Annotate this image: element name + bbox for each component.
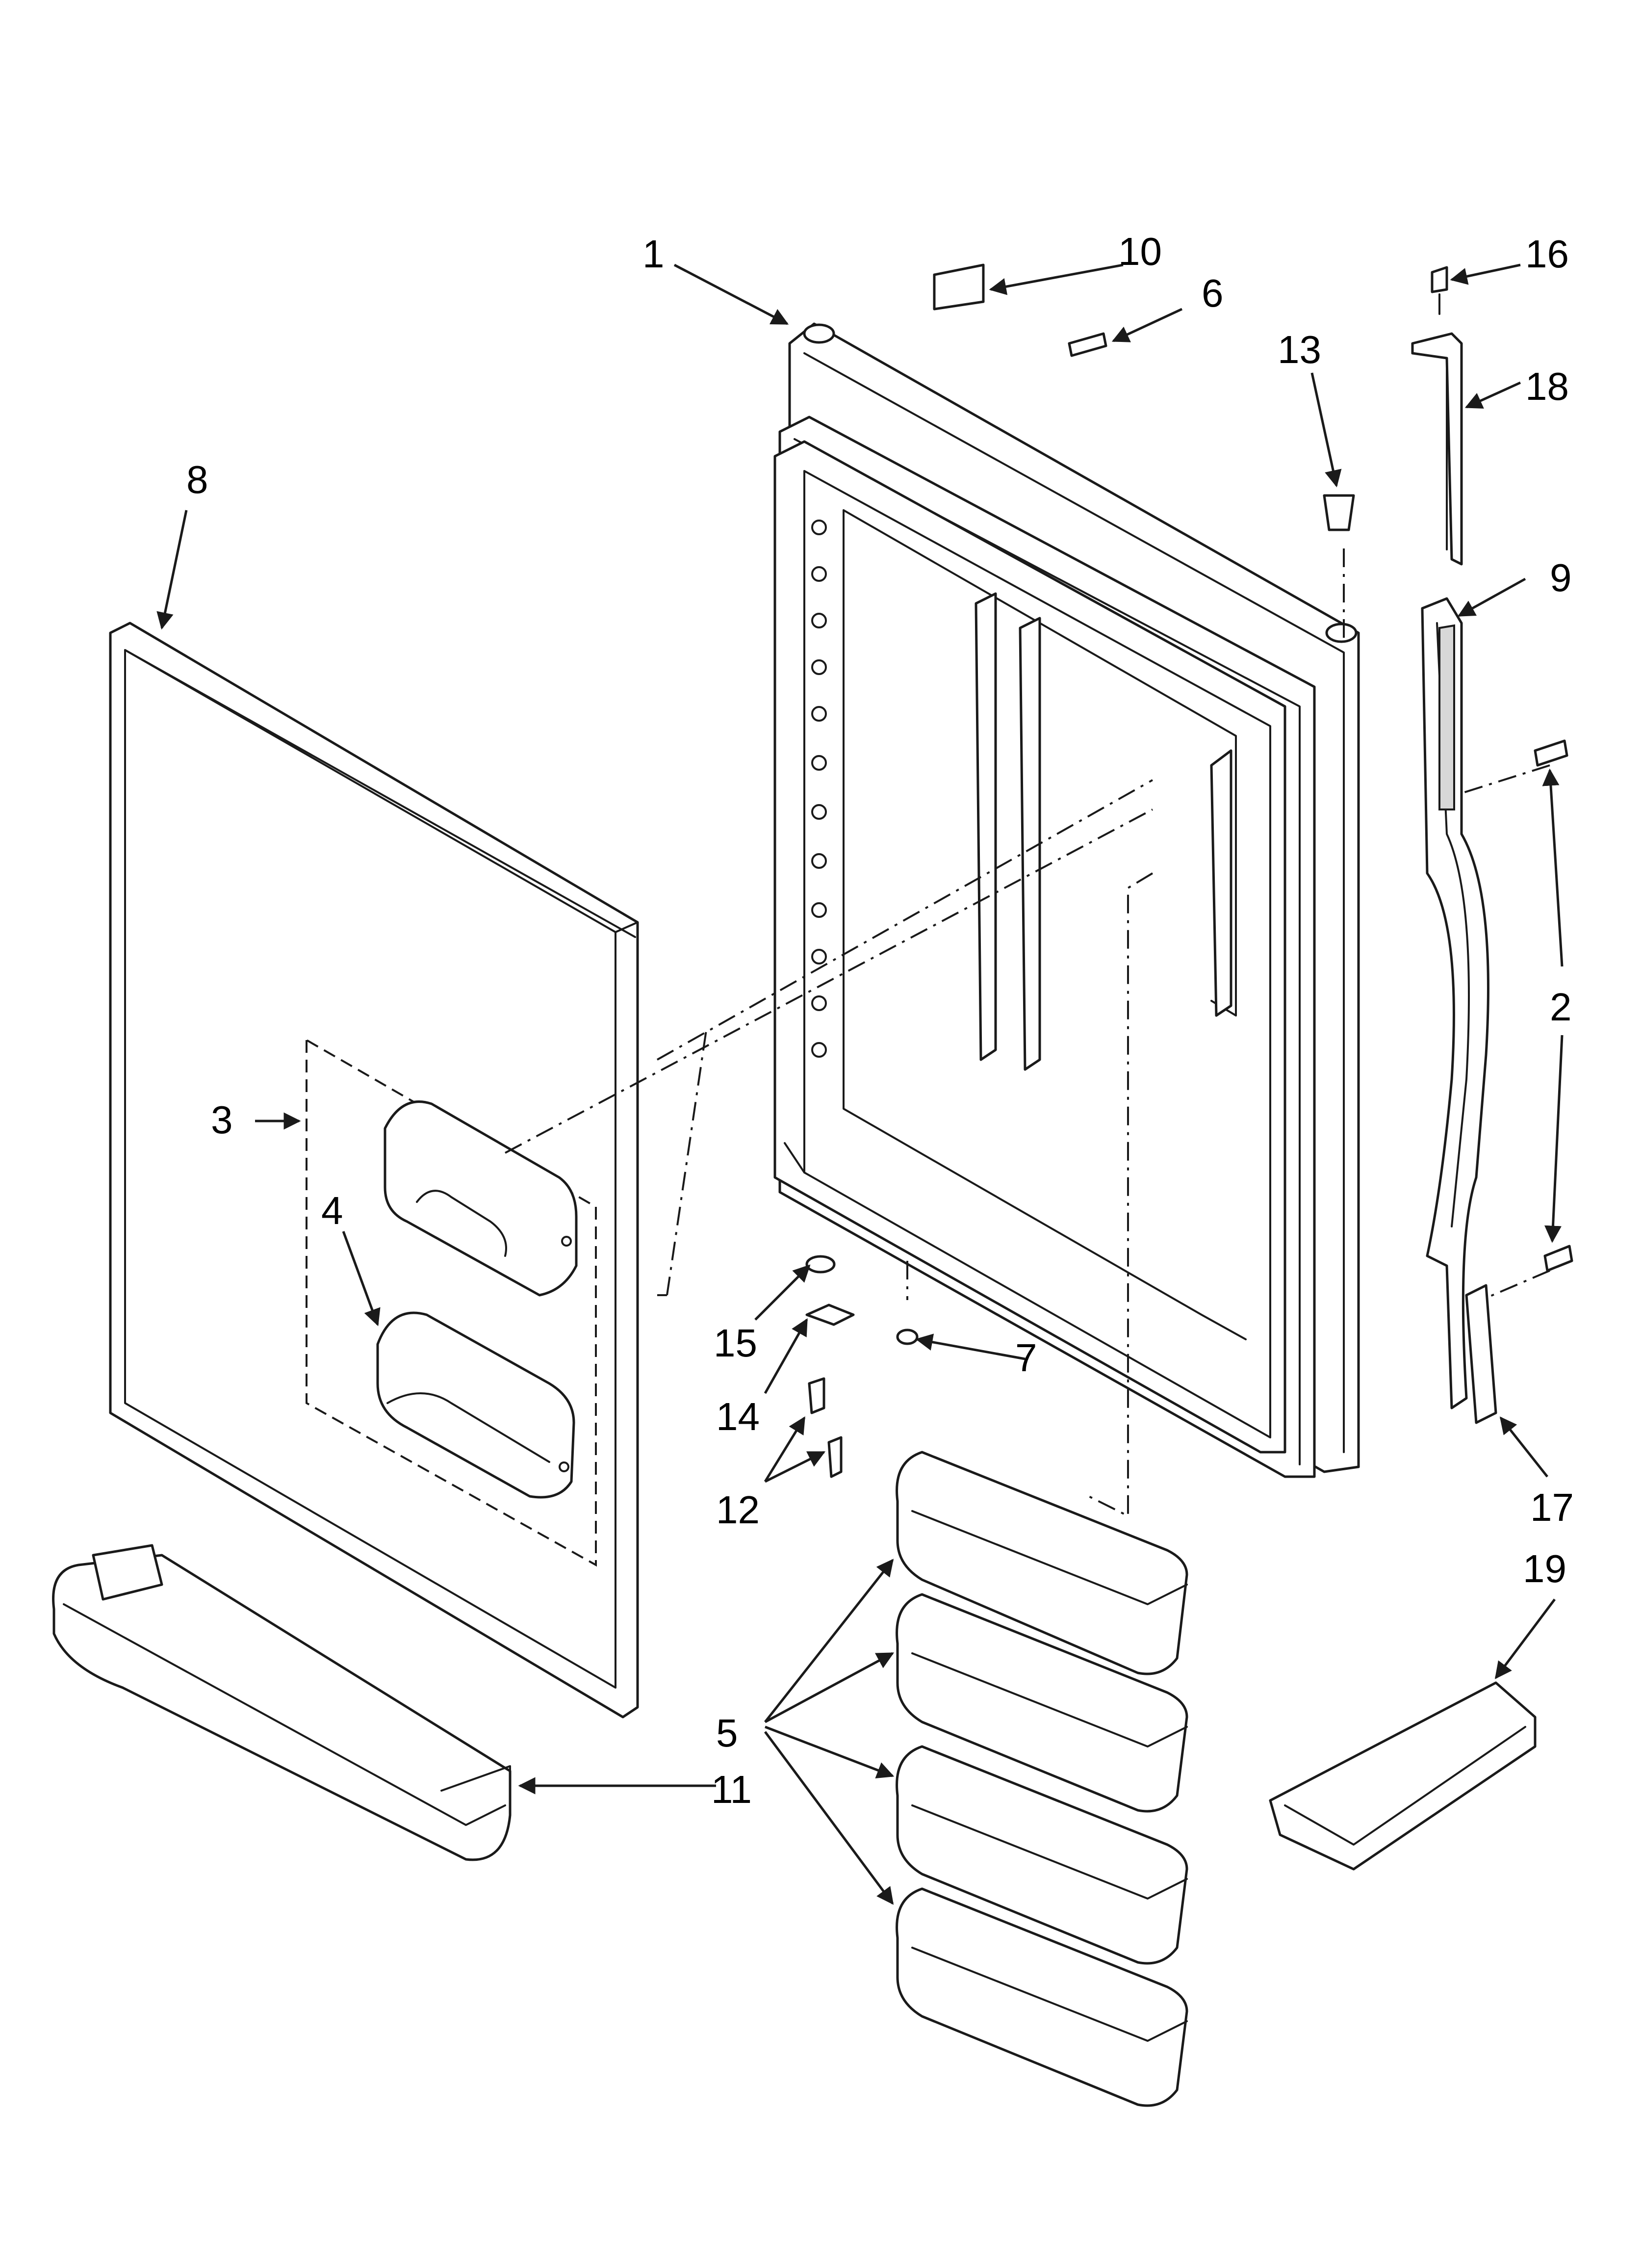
door-bin-long-part [52,1544,512,1861]
callout-labels: 1 2 3 4 5 6 7 8 9 10 11 12 13 14 15 16 1… [186,230,1574,1811]
callout-14: 14 [716,1395,760,1438]
callout-6: 6 [1202,271,1224,315]
callout-3: 3 [211,1098,233,1142]
callout-19: 19 [1523,1547,1566,1590]
assembly-lines [505,545,1550,1518]
dispenser-group [306,1038,597,1567]
callout-16: 16 [1525,232,1569,276]
callout-1: 1 [642,232,665,276]
callout-17: 17 [1530,1486,1574,1529]
callout-5: 5 [716,1711,738,1755]
callout-12: 12 [716,1488,760,1532]
handle-assembly [805,263,1573,1478]
callout-15: 15 [714,1321,757,1365]
door-shelf-bumps [811,520,827,1058]
callout-2: 2 [1550,985,1572,1029]
small-bin-part [1269,1681,1537,1871]
door-liner-part [773,322,1360,1478]
callout-11: 11 [711,1768,752,1811]
callout-7: 7 [1015,1336,1037,1380]
door-bins-part [896,1451,1188,2107]
callout-18: 18 [1525,365,1569,408]
callout-10: 10 [1118,230,1162,273]
callout-8: 8 [186,458,208,501]
callout-4: 4 [321,1189,343,1232]
callout-9: 9 [1550,556,1572,600]
callout-13: 13 [1278,328,1321,371]
leader-arrows [156,263,1564,1905]
outer-door-panel-part [109,622,639,1719]
